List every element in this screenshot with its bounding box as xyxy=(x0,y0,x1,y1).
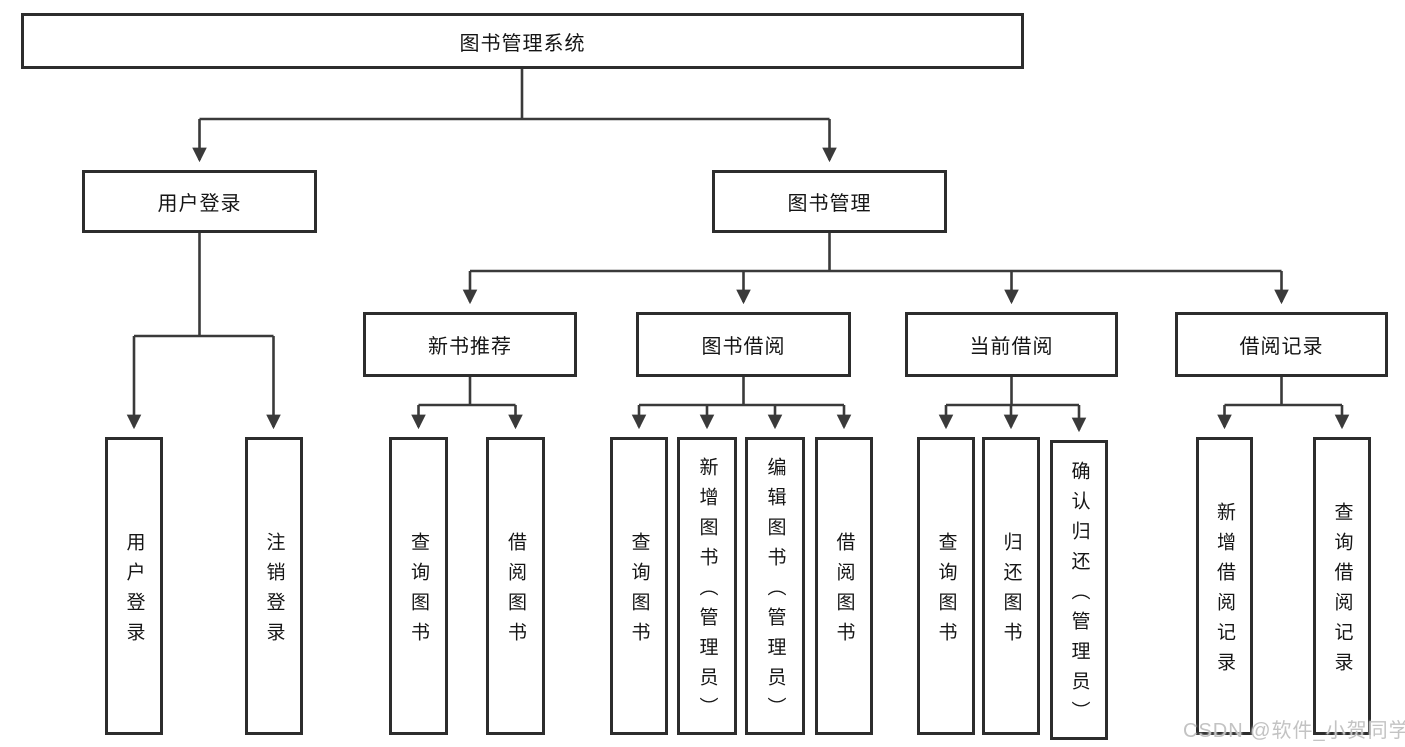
leaf-borrow-books: 借阅图书 xyxy=(815,437,873,735)
node-book-borrow: 图书借阅 xyxy=(636,312,851,377)
node-new-book-recommend: 新书推荐 xyxy=(363,312,577,377)
node-borrow-records: 借阅记录 xyxy=(1175,312,1388,377)
leaf-borrow-books-recommend: 借阅图书 xyxy=(486,437,545,735)
csdn-watermark: CSDN @软件_小贺同学 xyxy=(1183,720,1405,742)
leaf-confirm-return-admin: 确认归还（管理员） xyxy=(1050,440,1108,740)
leaf-edit-book-admin: 编辑图书（管理员） xyxy=(745,437,805,735)
node-current-borrow: 当前借阅 xyxy=(905,312,1118,377)
node-library-system: 图书管理系统 xyxy=(21,13,1024,69)
leaf-query-books-borrow: 查询图书 xyxy=(610,437,668,735)
leaf-query-books-current: 查询图书 xyxy=(917,437,975,735)
leaf-query-borrow-record: 查询借阅记录 xyxy=(1313,437,1371,735)
leaf-logout: 注销登录 xyxy=(245,437,303,735)
leaf-return-book: 归还图书 xyxy=(982,437,1040,735)
node-user-login: 用户登录 xyxy=(82,170,317,233)
node-book-management: 图书管理 xyxy=(712,170,947,233)
leaf-user-login: 用户登录 xyxy=(105,437,163,735)
leaf-add-book-admin: 新增图书（管理员） xyxy=(677,437,737,735)
leaf-add-borrow-record: 新增借阅记录 xyxy=(1196,437,1253,735)
leaf-query-books-recommend: 查询图书 xyxy=(389,437,448,735)
